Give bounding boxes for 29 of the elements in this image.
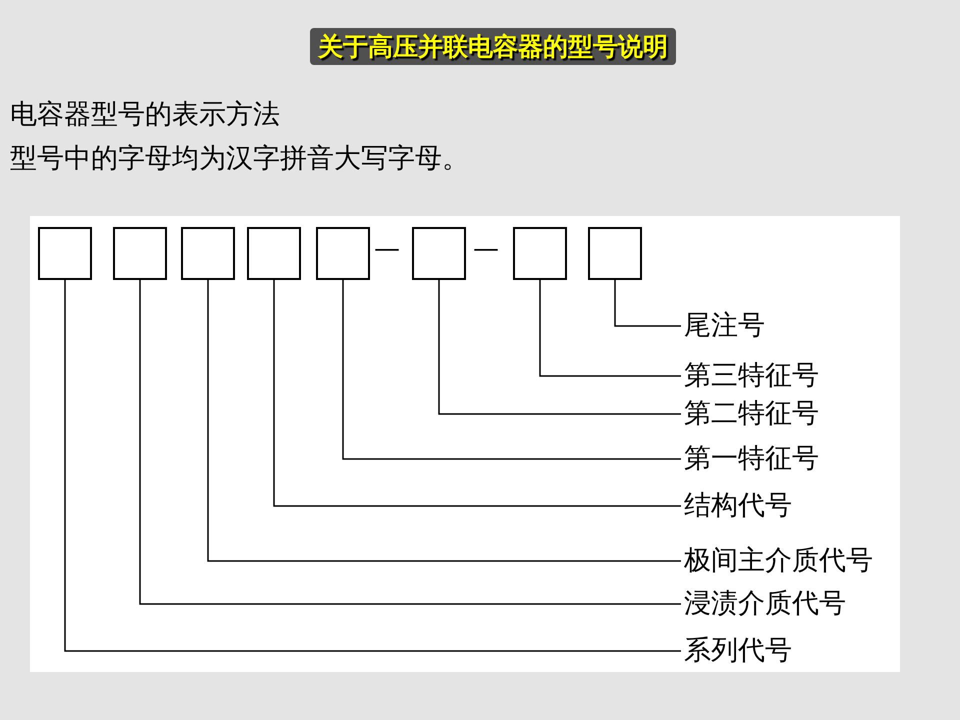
leader-line [614,280,681,327]
heading-text: 电容器型号的表示方法 [10,98,280,132]
field-label: 第三特征号 [684,358,819,394]
field-label: 尾注号 [684,308,765,344]
field-label: 第一特征号 [684,441,819,477]
code-slot-box [113,227,167,280]
leader-line [139,280,681,605]
leader-line [539,280,681,377]
code-slot-box [181,227,235,280]
separator-dash: — [473,234,499,264]
field-label: 第二特征号 [684,396,819,432]
field-label: 浸渍介质代号 [684,586,846,622]
note-text: 型号中的字母均为汉字拼音大写字母。 [10,142,469,176]
leader-line [273,280,681,507]
code-slot-box [38,227,92,280]
code-slot-box [247,227,301,280]
slide-title: 关于高压并联电容器的型号说明 [310,28,676,65]
separator-dash: — [374,234,400,264]
leader-line [64,280,681,652]
field-label: 系列代号 [684,633,792,669]
leader-line [342,280,681,460]
code-slot-box [588,227,642,280]
code-slot-box [513,227,567,280]
leader-line [207,280,681,562]
code-slot-box [316,227,370,280]
code-slot-box [412,227,466,280]
leader-line [438,280,681,415]
field-label: 极间主介质代号 [684,543,873,579]
field-label: 结构代号 [684,488,792,524]
